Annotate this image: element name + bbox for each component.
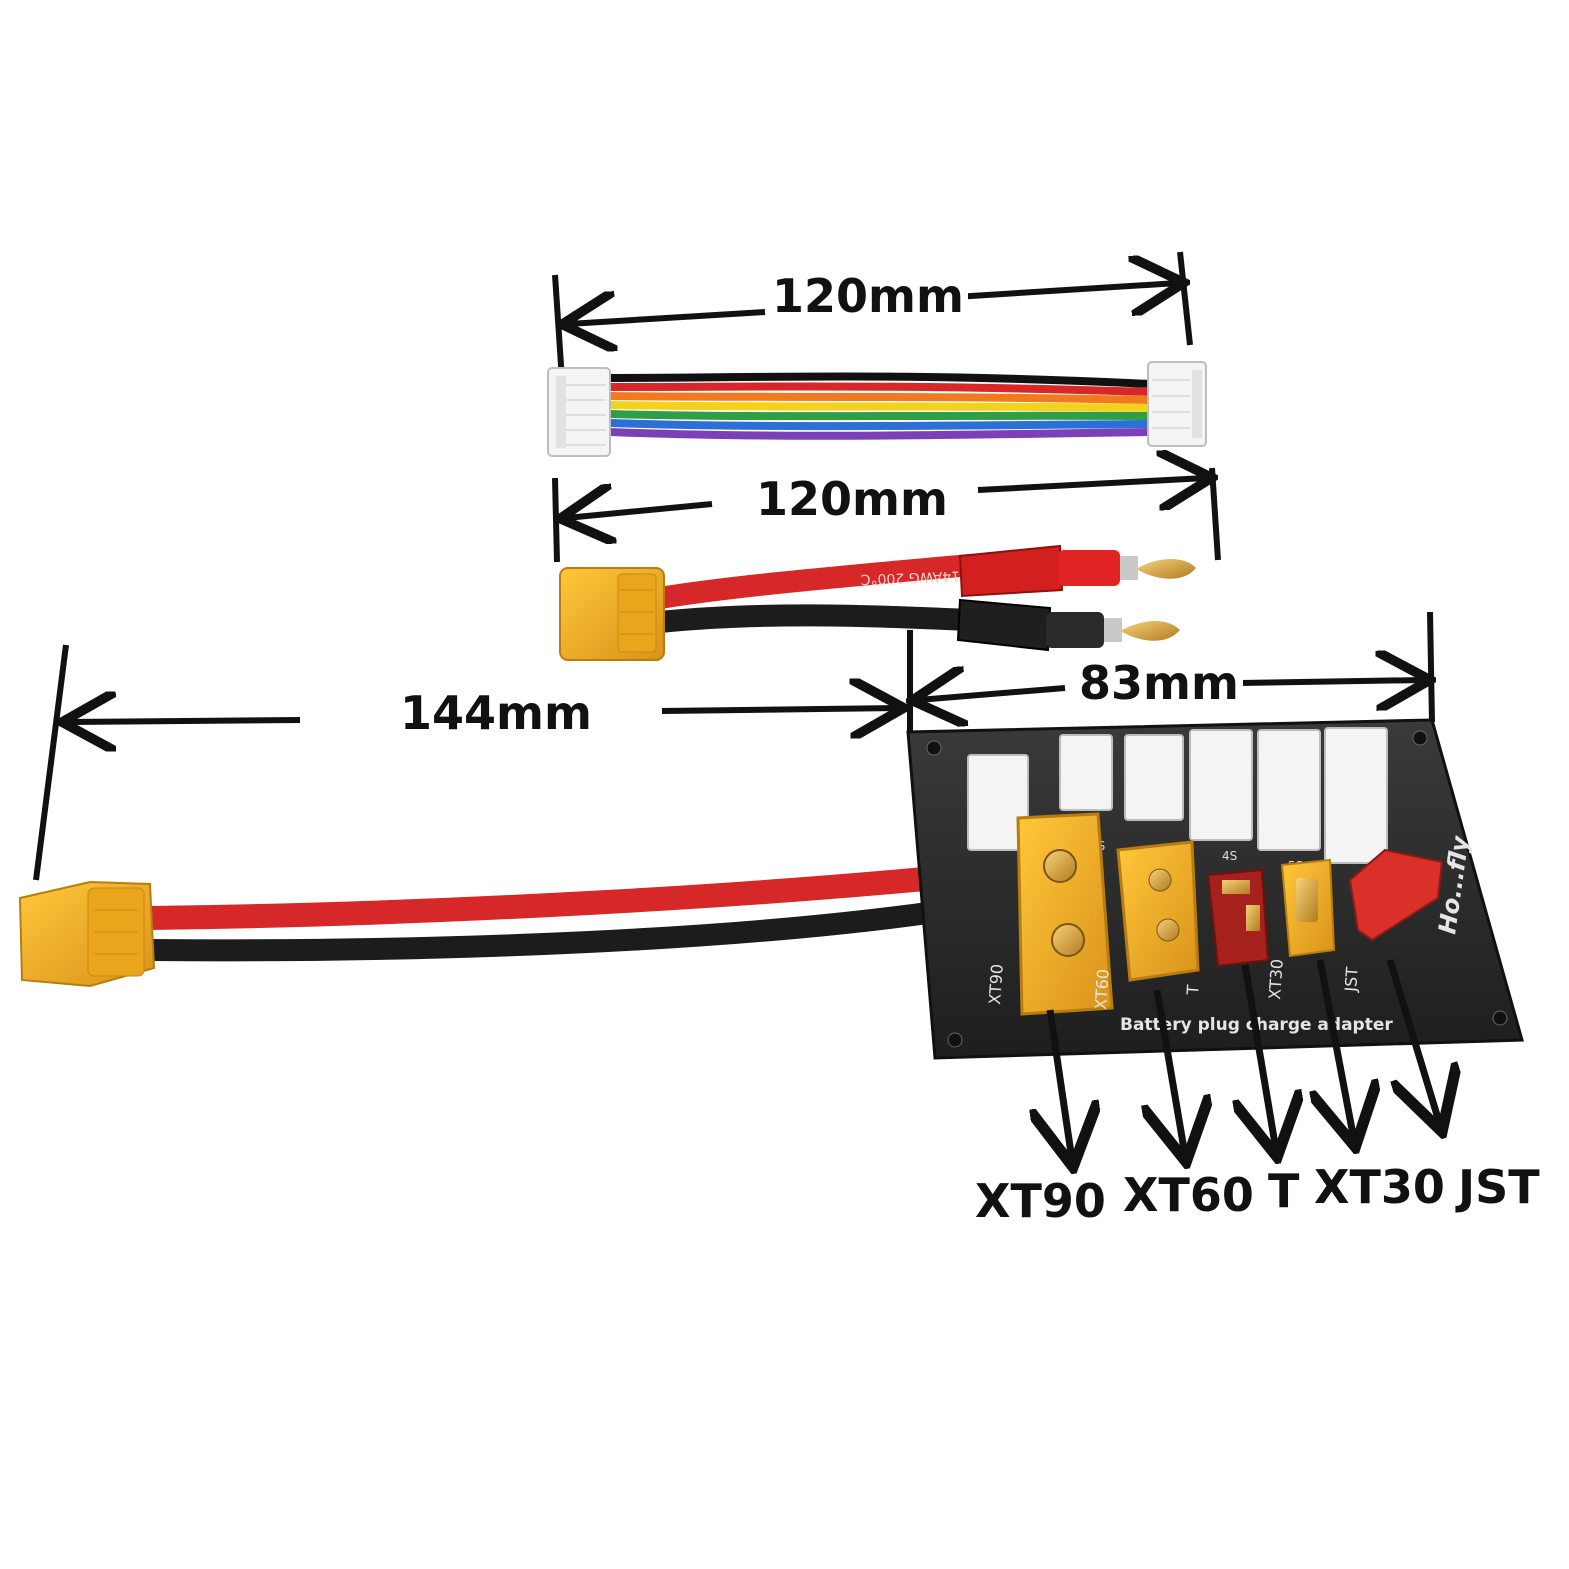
- red-banana-plug: [958, 544, 1196, 598]
- screw: [926, 740, 942, 756]
- silkscreen-jst: JST: [1341, 966, 1362, 993]
- black-wire: [649, 604, 981, 633]
- arrow-xt30: [1320, 959, 1354, 1140]
- label-jst: JST: [1458, 1160, 1540, 1214]
- arrow-xt90: [1050, 1009, 1072, 1160]
- xt30-port: [1280, 858, 1336, 958]
- balance-cable-length-label: 120mm: [768, 273, 968, 319]
- jst-port: [1348, 848, 1444, 942]
- screw: [1492, 1010, 1508, 1026]
- dimension-tick-right: [1209, 467, 1221, 561]
- dimension-arrow-left: [918, 688, 1066, 700]
- xt90-female-connector: [18, 880, 156, 988]
- arrow-xt60: [1157, 989, 1185, 1155]
- dimension-arrow-right: [954, 283, 1178, 297]
- main-cable-length-label: 144mm: [396, 690, 596, 736]
- dimension-tick-right: [1177, 251, 1193, 346]
- label-xt30: XT30: [1314, 1160, 1445, 1214]
- balance-wires: [606, 372, 1154, 440]
- dimension-arrow-right: [977, 478, 1206, 490]
- xt60-connector: [559, 567, 665, 661]
- red-wire: [649, 554, 981, 609]
- dimension-arrow-right: [1239, 680, 1424, 683]
- banana-cable: 14AWG 200°C: [552, 467, 1221, 661]
- red-wire: [138, 866, 947, 930]
- screw: [947, 1032, 963, 1048]
- arrow-t: [1245, 964, 1276, 1150]
- xt90-port: [1016, 812, 1114, 1016]
- dimension-tick-right: [1427, 611, 1435, 723]
- dimension-tick-left: [33, 644, 69, 881]
- balance-plug-right: [1147, 361, 1207, 447]
- dimension-arrow-left: [566, 504, 713, 518]
- silkscreen-xt60: XT60: [1091, 968, 1113, 1010]
- dimension-tick-left: [552, 477, 560, 563]
- black-wire: [139, 901, 946, 962]
- port-label-4s: 4S: [1222, 849, 1237, 863]
- pointer-arrows: [1050, 958, 1440, 1160]
- wire-print: 14AWG 200°C: [860, 568, 960, 587]
- dimension-arrow-left: [68, 720, 301, 722]
- arrow-jst: [1386, 958, 1440, 1125]
- silkscreen-xt30: XT30: [1265, 958, 1287, 1000]
- balance-cable: [547, 251, 1207, 457]
- balance-ports: [967, 727, 1388, 864]
- silkscreen-xt90: XT90: [985, 963, 1007, 1005]
- black-banana-plug: [956, 598, 1180, 652]
- balance-plug-left: [547, 367, 611, 457]
- label-xt90: XT90: [975, 1174, 1106, 1228]
- t-plug-port: [1206, 868, 1270, 968]
- dimension-arrow-left: [568, 312, 766, 324]
- dimension-tick-left: [552, 274, 565, 381]
- label-t: T: [1268, 1164, 1300, 1218]
- dimension-arrow-right: [661, 708, 898, 711]
- xt60-port: [1116, 840, 1200, 982]
- silkscreen-t: T: [1183, 984, 1203, 996]
- main-cable: [18, 630, 947, 988]
- label-xt60: XT60: [1123, 1168, 1254, 1222]
- banana-cable-length-label: 120mm: [752, 476, 952, 522]
- board-width-label: 83mm: [1075, 660, 1243, 706]
- screw: [1412, 730, 1428, 746]
- adapter-board: 3S 4S 5S 6S XT90: [908, 611, 1524, 1160]
